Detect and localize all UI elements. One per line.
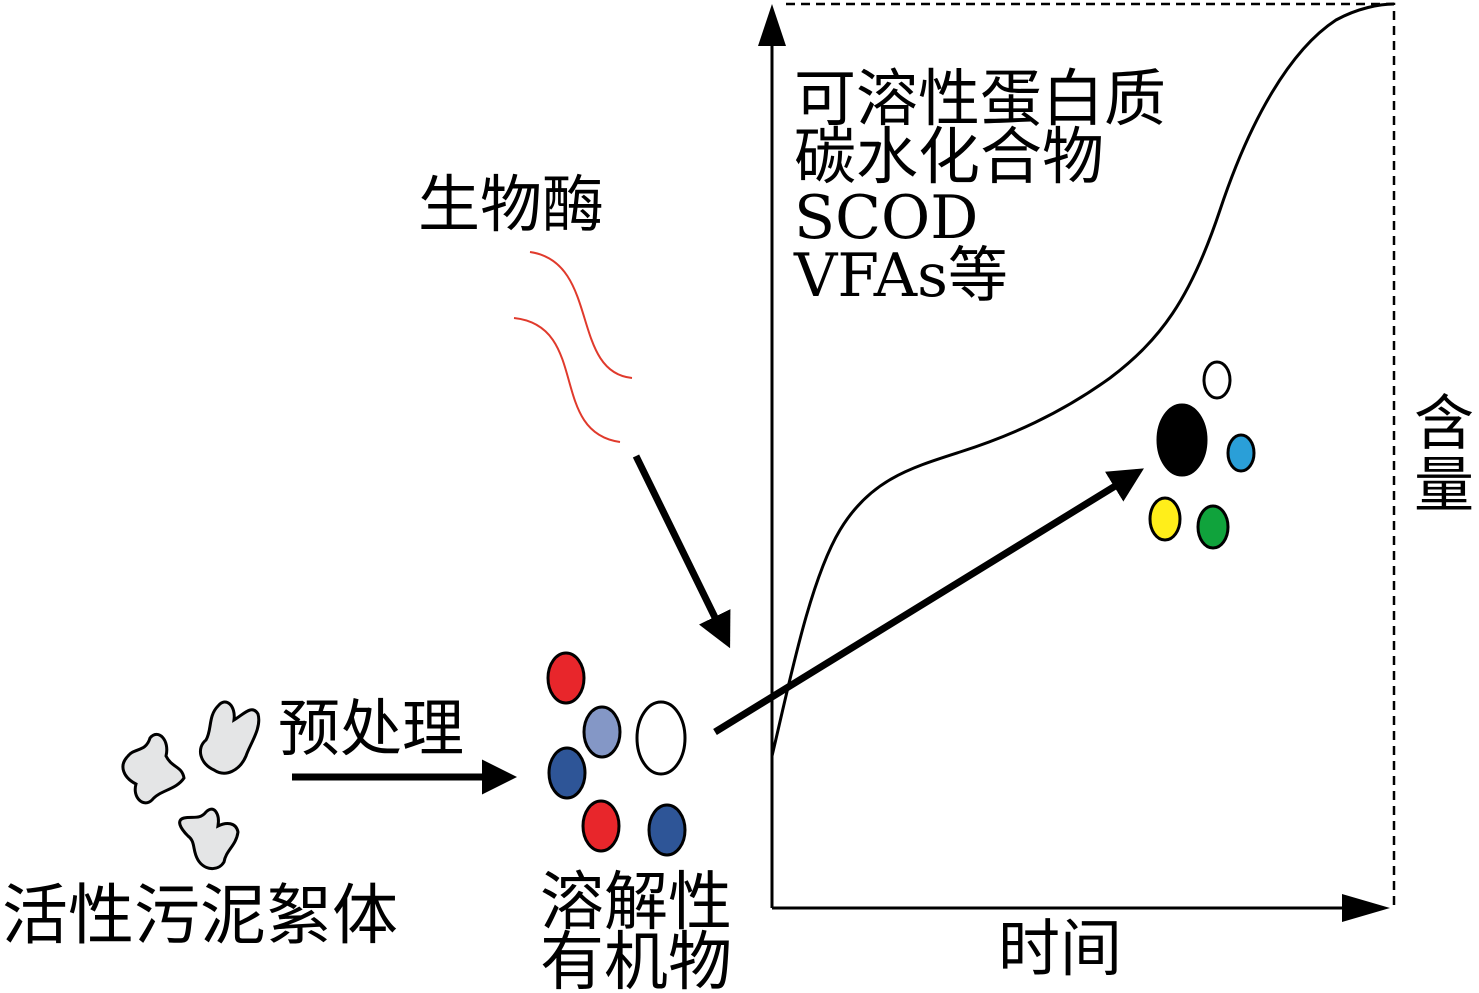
- dissolved-label-line2: 有机物: [540, 926, 732, 993]
- dot-dark-blue: [647, 803, 687, 857]
- dot-red: [546, 651, 586, 705]
- y-axis-arrowhead: [758, 4, 786, 46]
- enzyme-wave: [529, 251, 633, 379]
- dot-white: [635, 700, 687, 776]
- floc-shape: [121, 732, 186, 805]
- product-dots: [1148, 360, 1256, 550]
- x-axis-label: 时间: [998, 912, 1122, 985]
- product-label-line4: VFAs等: [793, 241, 1008, 311]
- product-label-line1: 可溶性蛋白质: [794, 62, 1166, 135]
- content-curve: [770, 2, 1395, 757]
- product-label-line3: SCOD: [794, 183, 978, 253]
- enzyme-waves: [513, 251, 633, 443]
- enzyme-arrow: [632, 454, 731, 649]
- y-axis-label-char2: 量: [1414, 451, 1474, 521]
- dot-light-blue: [582, 705, 622, 759]
- dot-green: [1196, 504, 1230, 550]
- pretreatment-label: 预处理: [278, 692, 464, 765]
- floc-label: 活性污泥絮体: [2, 877, 398, 954]
- dot-yellow: [1148, 496, 1182, 542]
- dot-sky-blue: [1226, 433, 1256, 473]
- x-axis-arrowhead: [1342, 894, 1390, 922]
- y-axis-label-char1: 含: [1414, 389, 1474, 459]
- dissolved-label-line1: 溶解性: [540, 866, 732, 940]
- product-label-line2: 碳水化合物: [794, 120, 1104, 193]
- dot-white: [1202, 360, 1232, 400]
- enzyme-wave: [513, 317, 621, 443]
- product-arrow: [713, 468, 1144, 735]
- dissolved-organic-dots: [546, 651, 687, 857]
- enzyme-label: 生物酶: [418, 168, 604, 241]
- dot-black: [1156, 403, 1208, 477]
- sludge-flocs: [121, 700, 261, 870]
- floc-shape: [178, 807, 240, 870]
- dot-red: [581, 799, 621, 853]
- dot-dark-blue: [547, 746, 587, 800]
- floc-shape: [198, 700, 261, 775]
